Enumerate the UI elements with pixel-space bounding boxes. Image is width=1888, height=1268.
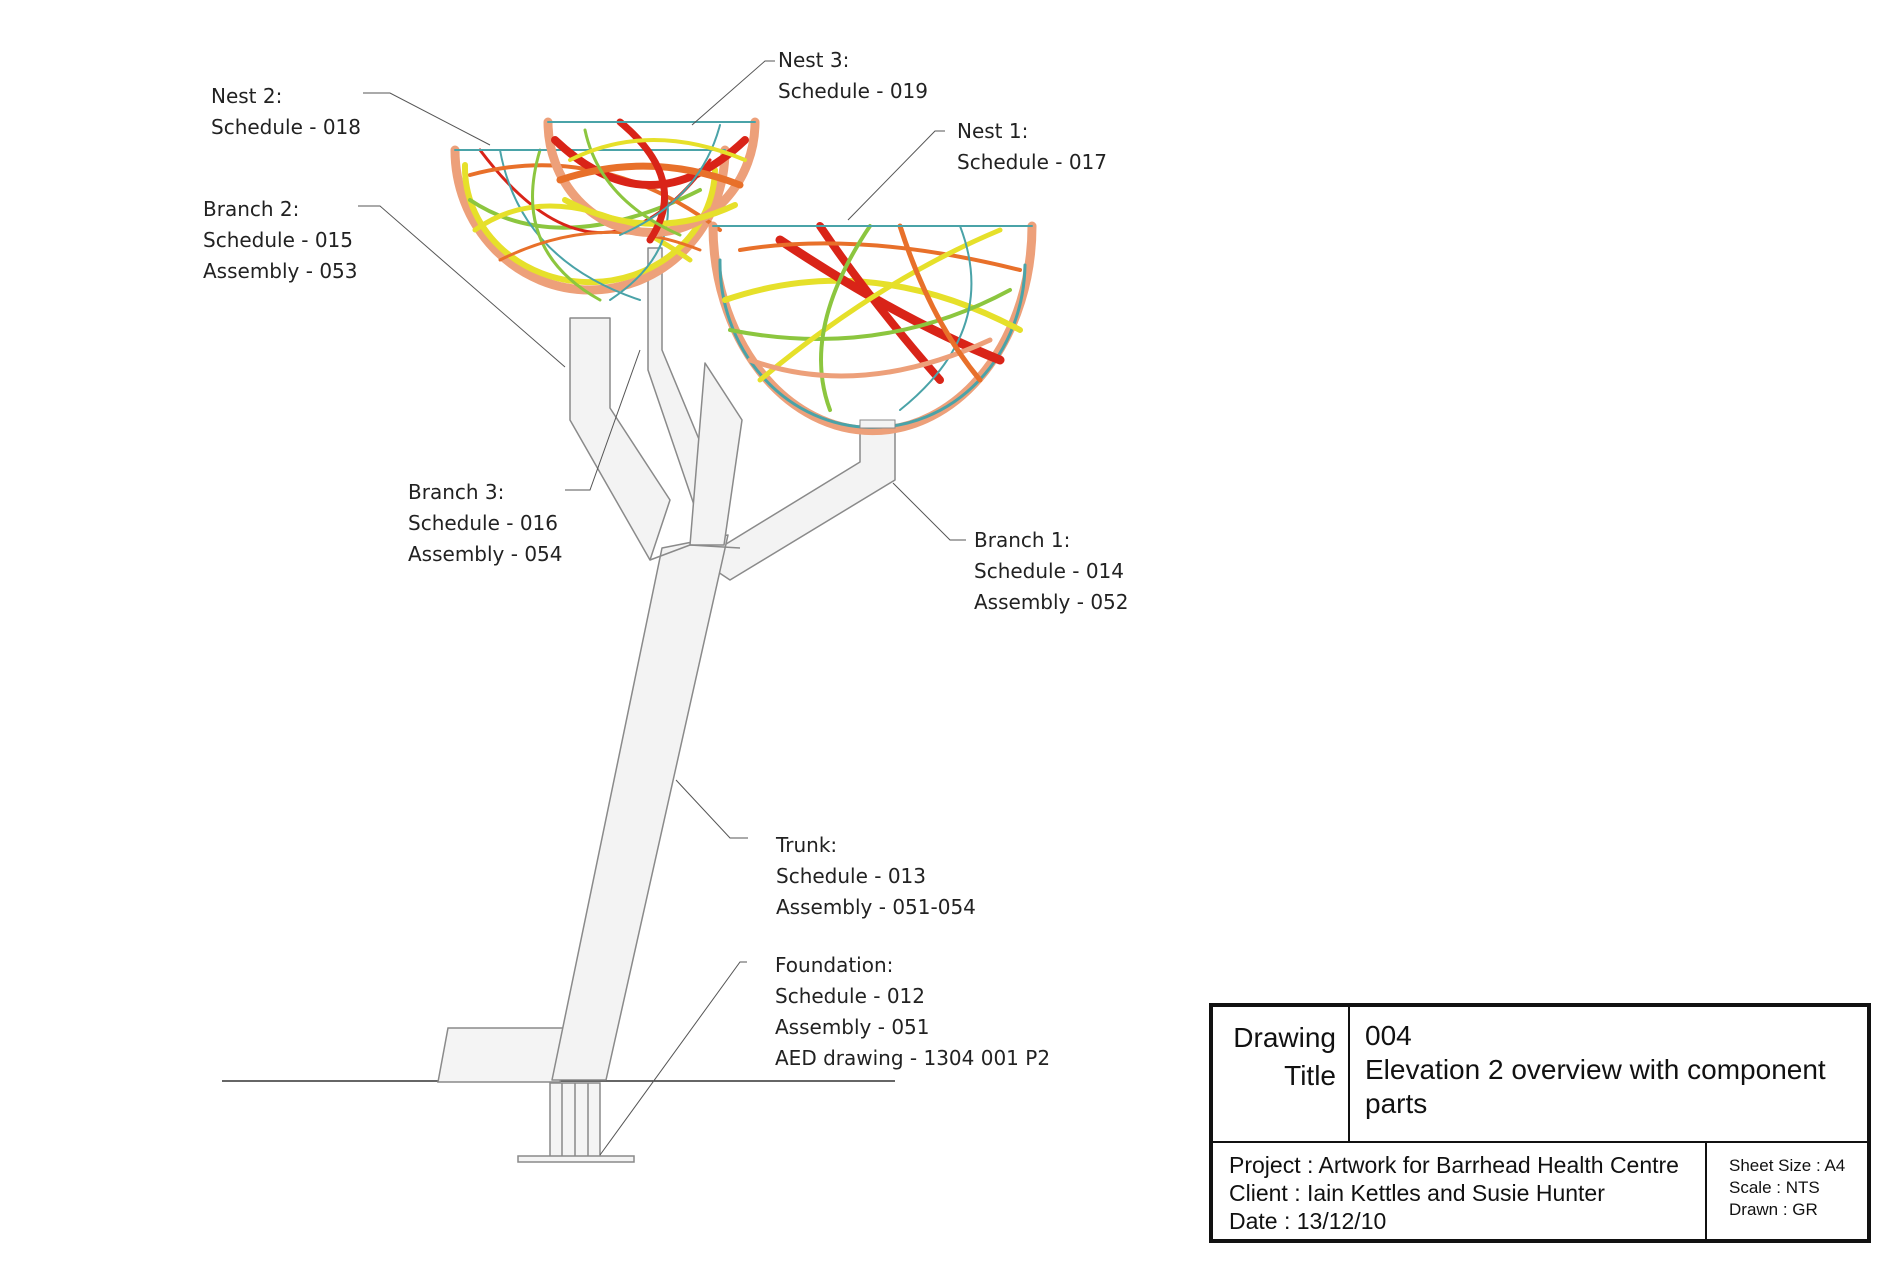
label-branch-2: Branch 2: Schedule - 015 Assembly - 053 — [203, 194, 358, 287]
label-line: Assembly - 054 — [408, 542, 563, 566]
date-line: Date : 13/12/10 — [1229, 1208, 1387, 1234]
label-line: Assembly - 051 — [775, 1015, 930, 1039]
title-label: Title — [1284, 1060, 1336, 1091]
drawing-title-labels: Drawing Title — [1213, 1007, 1350, 1141]
label-line: Assembly - 051-054 — [776, 895, 976, 919]
nest-1-socket — [859, 419, 896, 429]
label-line: Foundation: — [775, 953, 894, 977]
label-line: Branch 1: — [974, 528, 1071, 552]
drawn-by: Drawn : GR — [1729, 1200, 1818, 1219]
nest-3 — [543, 117, 760, 244]
label-line: Schedule - 014 — [974, 559, 1125, 583]
client-line: Client : Iain Kettles and Susie Hunter — [1229, 1180, 1605, 1206]
label-line: Schedule - 019 — [778, 79, 929, 103]
drawing-title-values: 004 Elevation 2 overview with component … — [1365, 1019, 1857, 1121]
label-line: Schedule - 018 — [211, 115, 362, 139]
label-line: Trunk: — [776, 833, 838, 857]
nest-1 — [708, 221, 1037, 436]
label-line: Nest 2: — [211, 84, 283, 108]
project-info: Project : Artwork for Barrhead Health Ce… — [1213, 1143, 1707, 1239]
label-line: Assembly - 053 — [203, 259, 358, 283]
label-line: Branch 2: — [203, 197, 300, 221]
label-line: Schedule - 017 — [957, 150, 1108, 174]
label-foundation: Foundation: Schedule - 012 Assembly - 05… — [775, 950, 1050, 1074]
project-line: Project : Artwork for Barrhead Health Ce… — [1229, 1152, 1679, 1178]
label-line: Branch 3: — [408, 480, 505, 504]
trunk-spike — [689, 362, 743, 546]
label-line: Nest 1: — [957, 119, 1029, 143]
leader-lines — [358, 60, 966, 1156]
sheet-info: Sheet Size : A4 Scale : NTS Drawn : GR — [1709, 1143, 1867, 1239]
label-line: Schedule - 016 — [408, 511, 559, 535]
label-nest-3: Nest 3: Schedule - 019 — [778, 45, 928, 107]
label-line: AED drawing - 1304 001 P2 — [775, 1046, 1051, 1070]
title-block: Drawing Title 004 Elevation 2 overview w… — [1209, 1003, 1871, 1243]
title-block-header: Drawing Title 004 Elevation 2 overview w… — [1213, 1007, 1867, 1143]
foundation — [437, 1027, 635, 1163]
label-line: Assembly - 052 — [974, 590, 1129, 614]
label-branch-1: Branch 1: Schedule - 014 Assembly - 052 — [974, 525, 1129, 618]
label-nest-2: Nest 2: Schedule - 018 — [211, 81, 361, 143]
label-line: Schedule - 012 — [775, 984, 926, 1008]
drawing-label: Drawing — [1233, 1022, 1336, 1053]
label-trunk: Trunk: Schedule - 013 Assembly - 051-054 — [776, 830, 976, 923]
label-line: Schedule - 015 — [203, 228, 354, 252]
label-branch-3: Branch 3: Schedule - 016 Assembly - 054 — [408, 477, 563, 570]
drawing-title: Elevation 2 overview with component part… — [1365, 1054, 1826, 1119]
label-nest-1: Nest 1: Schedule - 017 — [957, 116, 1107, 178]
scale: Scale : NTS — [1729, 1178, 1820, 1197]
tree-structure — [551, 247, 896, 1081]
sheet-size: Sheet Size : A4 — [1729, 1156, 1846, 1175]
label-line: Schedule - 013 — [776, 864, 927, 888]
branch-2-shape — [569, 317, 671, 561]
label-line: Nest 3: — [778, 48, 850, 72]
drawing-number: 004 — [1365, 1020, 1412, 1051]
